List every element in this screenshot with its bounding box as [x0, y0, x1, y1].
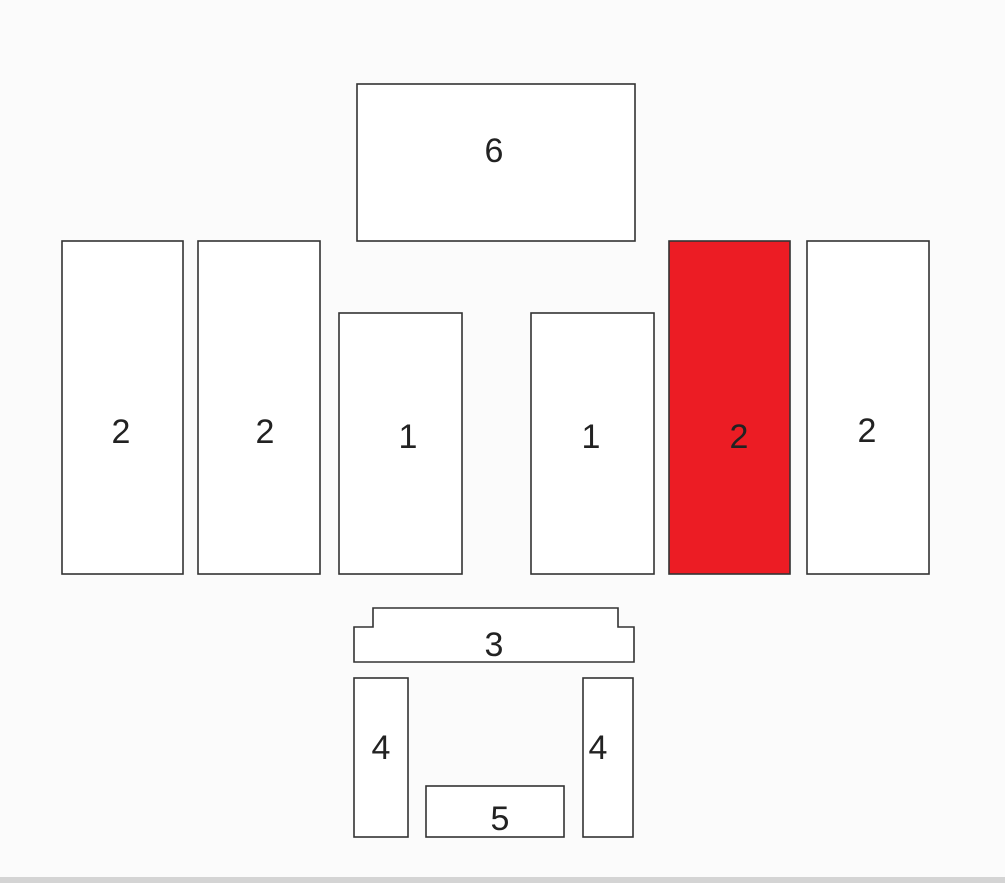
- piece-2-left-outer[interactable]: 2: [61, 240, 184, 575]
- piece-label: 2: [730, 418, 749, 456]
- piece-label: 6: [485, 132, 504, 170]
- piece-4-side-left[interactable]: 4: [353, 677, 409, 838]
- piece-label: 2: [256, 413, 275, 451]
- piece-label: 1: [399, 418, 418, 456]
- piece-label: 5: [491, 800, 510, 838]
- piece-label: 2: [858, 412, 877, 450]
- piece-label: 4: [589, 729, 608, 767]
- piece-label: 1: [582, 418, 601, 456]
- piece-6[interactable]: 6: [356, 83, 636, 242]
- piece-1-center-right[interactable]: 1: [530, 312, 655, 575]
- piece-4-side-right[interactable]: 4: [582, 677, 634, 838]
- piece-2-right-inner-highlighted[interactable]: 2: [668, 240, 791, 575]
- piece-3-lintel[interactable]: 3: [353, 607, 635, 664]
- piece-2-left-inner[interactable]: 2: [197, 240, 321, 575]
- bottom-divider: [0, 877, 1005, 883]
- piece-1-center-left[interactable]: 1: [338, 312, 463, 575]
- piece-5-base[interactable]: 5: [425, 785, 565, 838]
- piece-label: 2: [112, 413, 131, 451]
- piece-label: 3: [485, 626, 504, 664]
- piece-label: 4: [372, 729, 391, 767]
- piece-2-right-outer[interactable]: 2: [806, 240, 930, 575]
